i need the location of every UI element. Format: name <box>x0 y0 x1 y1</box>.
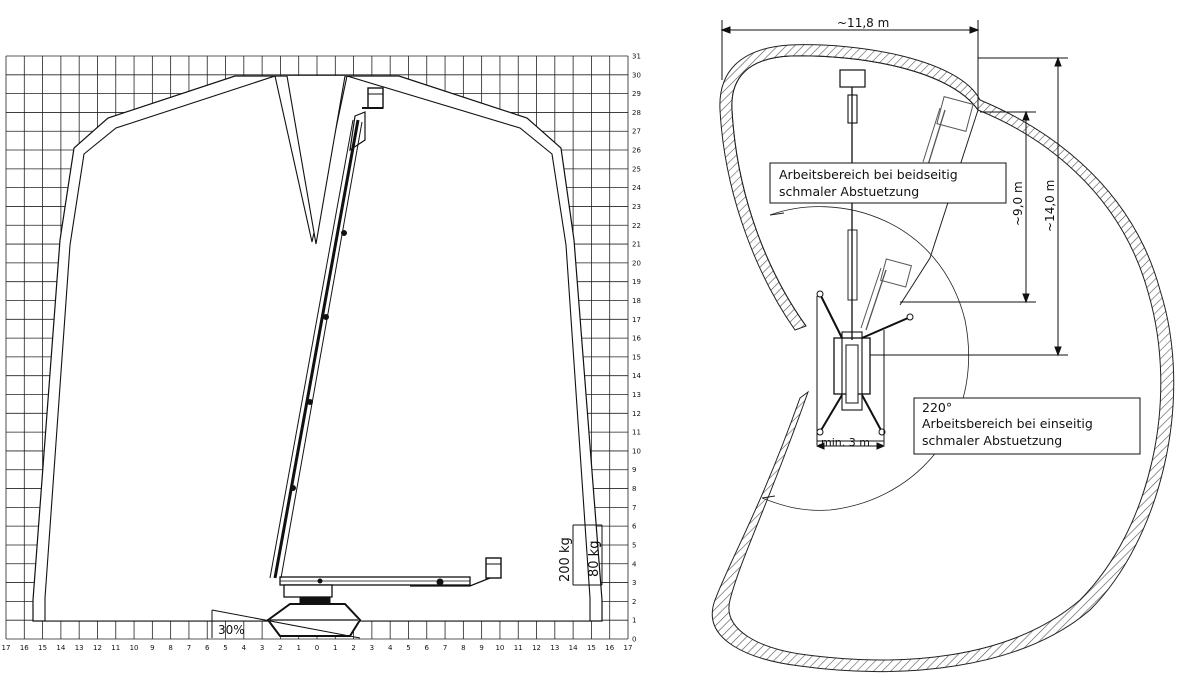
telescopic-boom <box>269 111 366 579</box>
x-tick-label: 12 <box>93 644 102 652</box>
y-tick-label: 12 <box>632 410 641 418</box>
height-9-label: ~9,0 m <box>1011 181 1025 226</box>
x-tick-label: 14 <box>56 644 65 652</box>
x-tick-label: 6 <box>205 644 210 652</box>
y-tick-label: 1 <box>632 617 636 625</box>
x-tick-label: 11 <box>111 644 120 652</box>
y-tick-label: 25 <box>632 165 641 173</box>
x-tick-label: 17 <box>624 644 633 652</box>
box-one-line1: Arbeitsbereich bei einseitig <box>922 416 1093 431</box>
x-tick-label: 15 <box>38 644 47 652</box>
y-tick-label: 29 <box>632 90 641 98</box>
x-tick-label: 16 <box>20 644 29 652</box>
x-tick-label: 8 <box>461 644 465 652</box>
x-tick-label: 16 <box>605 644 614 652</box>
y-tick-label: 23 <box>632 203 641 211</box>
height-14-label: ~14,0 m <box>1043 180 1057 232</box>
upper-lobe-outline <box>731 30 979 327</box>
y-tick-label: 20 <box>632 259 641 267</box>
y-tick-label: 21 <box>632 241 641 249</box>
y-tick-label: 3 <box>632 579 636 587</box>
x-tick-label: 4 <box>242 644 247 652</box>
x-tick-label: 8 <box>168 644 172 652</box>
folded-boom <box>279 557 502 587</box>
x-tick-label: 10 <box>130 644 139 652</box>
y-tick-label: 13 <box>632 391 641 399</box>
x-tick-label: 3 <box>260 644 264 652</box>
boom-top-view <box>816 69 914 445</box>
y-tick-label: 30 <box>632 71 641 79</box>
load-markers <box>572 524 603 586</box>
load-80-label: 80 kg <box>587 541 602 577</box>
y-tick-label: 14 <box>632 372 641 380</box>
y-tick-label: 9 <box>632 466 636 474</box>
x-tick-label: 12 <box>532 644 541 652</box>
y-tick-label: 11 <box>632 429 641 437</box>
y-tick-label: 5 <box>632 541 636 549</box>
x-tick-label: 5 <box>406 644 410 652</box>
upper-envelope-hatch <box>711 44 1175 673</box>
min-width-label: min. 3 m <box>821 436 870 449</box>
y-tick-label: 2 <box>632 598 636 606</box>
boom-tilted-positions <box>860 95 974 331</box>
envelope-notch <box>286 75 346 245</box>
info-box-one-sided: 220° Arbeitsbereich bei einseitig schmal… <box>913 397 1141 455</box>
base-machine <box>266 584 362 637</box>
box-both-line1: Arbeitsbereich bei beidseitig <box>779 167 958 182</box>
x-tick-label: 4 <box>388 644 393 652</box>
x-tick-label: 7 <box>443 644 447 652</box>
y-tick-label: 18 <box>632 297 641 305</box>
y-tick-label: 10 <box>632 447 641 455</box>
x-tick-label: 2 <box>278 644 282 652</box>
box-one-line2: schmaler Abstuetzung <box>922 433 1062 448</box>
load-200-label: 200 kg <box>558 537 573 582</box>
angle-label: 220° <box>922 400 952 415</box>
x-tick-label: 14 <box>569 644 578 652</box>
y-tick-label: 7 <box>632 504 636 512</box>
one-sided-arc <box>761 206 970 511</box>
x-tick-label: 6 <box>425 644 430 652</box>
y-tick-label: 15 <box>632 353 641 361</box>
basket-top <box>362 87 384 109</box>
y-tick-label: 16 <box>632 335 641 343</box>
box-both-line2: schmaler Abstuetzung <box>779 184 919 199</box>
slope-label: 30% <box>218 623 245 637</box>
x-tick-label: 13 <box>550 644 559 652</box>
y-tick-label: 26 <box>632 147 641 155</box>
x-tick-label: 17 <box>2 644 11 652</box>
x-tick-label: 11 <box>514 644 523 652</box>
y-tick-label: 22 <box>632 222 641 230</box>
info-box-both-sided: Arbeitsbereich bei beidseitig schmaler A… <box>769 162 1007 204</box>
y-tick-label: 0 <box>632 636 636 644</box>
dimensions <box>720 20 1068 450</box>
x-tick-label: 9 <box>150 644 154 652</box>
y-tick-label: 31 <box>632 53 641 61</box>
y-tick-label: 4 <box>632 560 637 568</box>
slope-indicator <box>211 609 361 639</box>
y-tick-label: 19 <box>632 278 641 286</box>
y-tick-label: 27 <box>632 128 641 136</box>
x-tick-label: 7 <box>187 644 191 652</box>
y-tick-label: 28 <box>632 109 641 117</box>
x-tick-label: 1 <box>333 644 337 652</box>
x-tick-label: 5 <box>223 644 227 652</box>
x-tick-label: 2 <box>351 644 355 652</box>
y-tick-label: 8 <box>632 485 636 493</box>
x-tick-label: 9 <box>479 644 483 652</box>
right-range-diagram: ~11,8 m ~14,0 m ~9,0 m min. 3 m Arbeitsb… <box>711 16 1175 673</box>
x-tick-label: 13 <box>75 644 84 652</box>
x-tick-label: 10 <box>495 644 504 652</box>
y-tick-label: 6 <box>632 523 637 531</box>
y-tick-label: 17 <box>632 316 641 324</box>
x-tick-label: 3 <box>370 644 374 652</box>
x-tick-label: 1 <box>296 644 300 652</box>
y-axis-ticks: 0123456789101112131415161718192021222324… <box>632 53 641 644</box>
x-tick-label: 0 <box>315 644 319 652</box>
width-dimension-label: ~11,8 m <box>837 16 889 30</box>
x-tick-label: 15 <box>587 644 596 652</box>
y-tick-label: 24 <box>632 184 641 192</box>
